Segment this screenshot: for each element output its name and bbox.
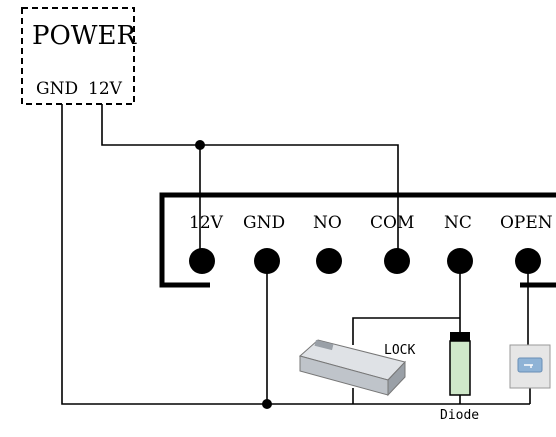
key-icon (524, 364, 533, 368)
controller-outline (159, 192, 556, 288)
exit-button (509, 344, 551, 389)
wire-12v-main (101, 104, 399, 258)
magnetic-lock: LOCK (298, 339, 415, 397)
wires (61, 104, 531, 405)
terminal-12v (189, 248, 215, 274)
power-supply: POWER GND 12V (21, 7, 138, 105)
terminal-label-com: COM (370, 213, 414, 233)
terminal-screws (189, 248, 541, 274)
lock-body-side (387, 360, 406, 397)
diode: Diode (440, 332, 479, 423)
power-box (21, 7, 135, 105)
junction-dot-gnd (262, 399, 272, 409)
lock-label: LOCK (384, 343, 415, 358)
wire-lock-top (352, 317, 460, 345)
terminal-no (316, 248, 342, 274)
junction-dot-12v (195, 140, 205, 150)
terminal-label-gnd: GND (243, 213, 285, 233)
terminal-com (384, 248, 410, 274)
controller-board (159, 192, 556, 288)
power-pin-gnd-label: GND (36, 79, 78, 99)
power-pin-12v-label: 12V (88, 79, 123, 99)
diode-label: Diode (440, 408, 479, 423)
terminal-gnd (254, 248, 280, 274)
diode-cathode-band (450, 332, 470, 341)
terminal-labels: 12V GND NO COM NC OPEN (189, 213, 553, 233)
terminal-open (515, 248, 541, 274)
wire-gnd-main (61, 104, 530, 405)
terminal-label-open: OPEN (500, 213, 553, 233)
terminal-nc (447, 248, 473, 274)
terminal-label-no: NO (313, 213, 342, 233)
terminal-label-nc: NC (444, 213, 472, 233)
terminal-label-12v: 12V (189, 213, 224, 233)
power-title: POWER (32, 21, 138, 51)
diode-body (449, 340, 471, 396)
lock-armature (314, 339, 334, 351)
